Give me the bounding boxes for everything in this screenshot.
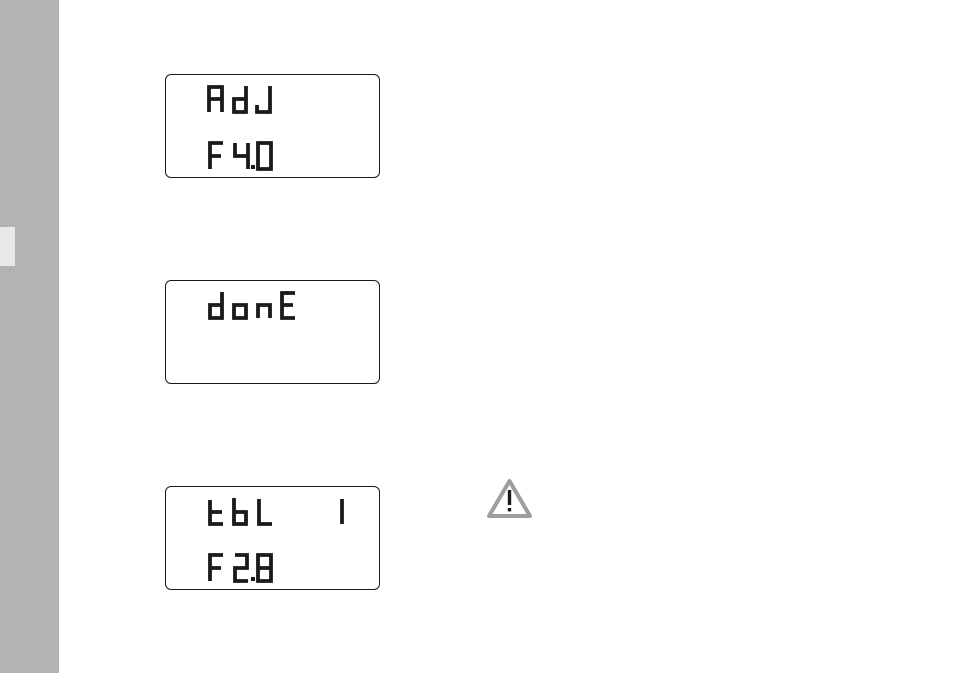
page-margin-sidebar [0, 0, 59, 673]
lcd-display-done: donE [165, 280, 380, 384]
lcd-segment-text [166, 487, 381, 591]
caution-triangle-icon [486, 478, 533, 519]
lcd-segment-text [166, 75, 381, 179]
lcd-display-adjust: AdJ F4.0 [165, 74, 380, 178]
lcd-display-table: tbL 1 F2.8 [165, 486, 380, 590]
chapter-tab [0, 227, 15, 266]
lcd-segment-text [166, 281, 381, 385]
